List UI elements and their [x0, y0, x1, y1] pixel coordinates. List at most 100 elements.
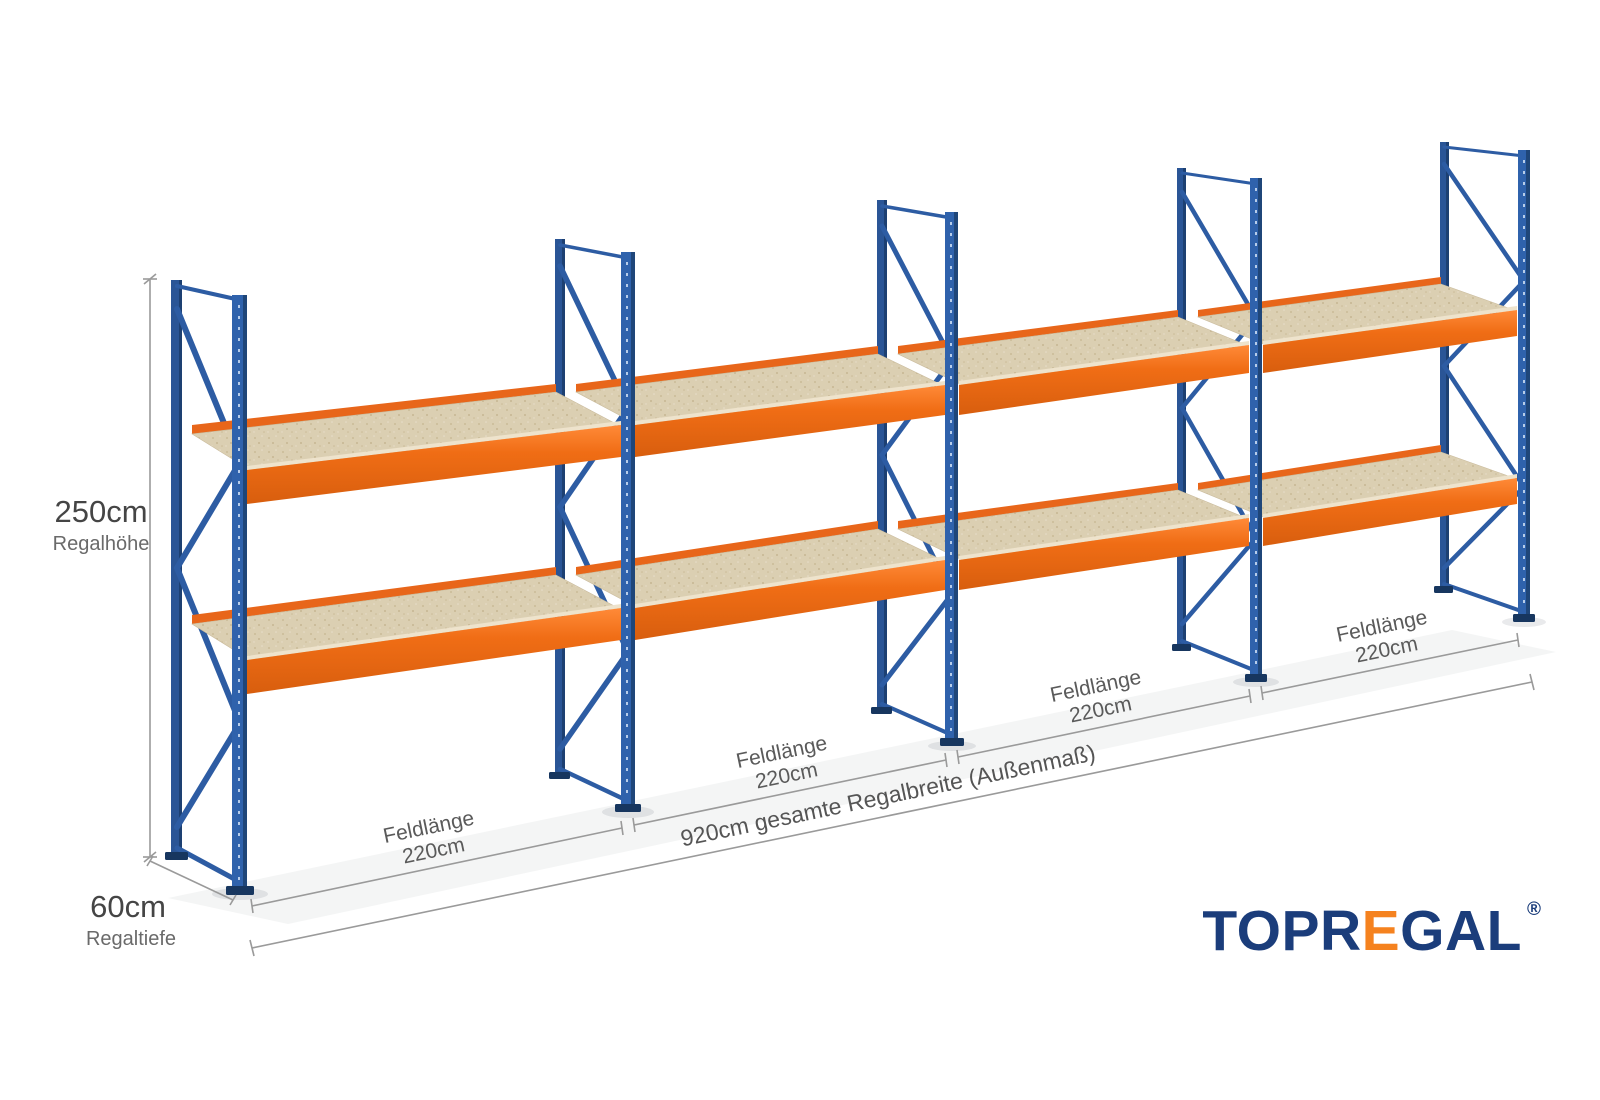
foot-plate — [549, 772, 570, 779]
deck-front-edge — [1263, 306, 1517, 345]
dimension-tick — [1529, 673, 1535, 691]
foot-plate — [226, 886, 254, 895]
front-post-edge — [631, 252, 635, 808]
front-beam — [247, 425, 621, 504]
brand-logo: TOPREGAL ® — [1202, 899, 1541, 963]
front-beam — [1263, 478, 1517, 546]
front-post-edge — [954, 212, 958, 742]
bottom-strut — [557, 766, 631, 804]
dimension-tick — [1516, 632, 1520, 648]
deck-front-edge — [247, 604, 621, 660]
dimension-tick — [956, 749, 960, 765]
top-strut — [1180, 171, 1258, 186]
foot-plate — [1245, 674, 1267, 682]
diagonal-brace — [879, 223, 955, 688]
rear-beam — [192, 384, 556, 434]
upright-frame-4-front — [1245, 178, 1267, 682]
diagonal-brace — [1441, 161, 1527, 571]
foot-plate — [940, 738, 964, 746]
upright-frame-5-rear — [1434, 142, 1527, 614]
bottom-strut — [1442, 582, 1526, 614]
shelf-level-upper — [191, 277, 1517, 504]
logo-text: TOPREGAL — [1202, 899, 1522, 963]
diagonal-brace — [556, 263, 632, 752]
depth-dimension-value: 60cm — [90, 889, 166, 924]
dimension-tick — [632, 817, 636, 833]
upright-frames-rear — [165, 142, 1527, 885]
rear-beam — [898, 310, 1178, 354]
logo-part-blue-2: GAL — [1400, 899, 1522, 963]
rear-beam — [898, 483, 1178, 529]
logo-letter-orange: E — [1362, 899, 1401, 963]
front-beam — [247, 608, 621, 694]
foot-plate — [871, 707, 892, 714]
logo-part-blue-1: TOPR — [1202, 899, 1361, 963]
front-beam — [635, 560, 945, 640]
dimension-tick — [249, 939, 255, 957]
dimension-tick — [1248, 688, 1252, 704]
front-beam — [1263, 310, 1517, 373]
dimension-line — [1261, 639, 1519, 694]
dimension-tick — [1260, 685, 1264, 701]
dimension-tick — [143, 851, 157, 863]
foot-plate — [1172, 644, 1191, 651]
front-post-edge — [1526, 150, 1530, 618]
dimension-line — [149, 860, 234, 901]
foot-plate — [615, 804, 641, 812]
dimension-line — [251, 681, 1533, 949]
top-strut — [175, 284, 242, 302]
height-dimension-label: Regalhöhe — [53, 533, 150, 555]
upright-frame-5-front — [1513, 150, 1535, 622]
dimension-tick — [250, 898, 254, 914]
bottom-strut — [1180, 639, 1258, 673]
registered-trademark-symbol: ® — [1527, 899, 1541, 920]
dimension-height: 250cm Regalhöhe — [53, 273, 157, 863]
rear-post-edge — [562, 239, 565, 776]
upright-frame-1-front — [226, 295, 254, 895]
rear-beam — [192, 567, 556, 624]
foot-plate — [1513, 614, 1535, 622]
deck-front-edge — [247, 421, 621, 470]
upright-frame-3-rear — [871, 200, 955, 737]
dimension-tick — [143, 273, 157, 285]
rear-post-edge — [1446, 142, 1449, 590]
deck-front-edge — [635, 556, 945, 608]
dimension-tick — [620, 820, 624, 836]
upright-frames-front — [226, 150, 1535, 895]
dimension-tick — [944, 752, 948, 768]
top-strut — [1442, 145, 1526, 158]
deck-front-edge — [959, 514, 1249, 560]
rear-post-edge — [179, 280, 182, 856]
upright-frame-3-front — [940, 212, 964, 746]
dimension-line — [957, 695, 1251, 758]
front-beam — [959, 518, 1249, 590]
upright-frame-1-rear — [165, 280, 244, 885]
upright-frame-4-rear — [1172, 168, 1259, 673]
dimension-tick — [229, 894, 237, 906]
rear-beam — [576, 521, 878, 575]
diagonal-brace — [1179, 189, 1259, 627]
deck-front-edge — [1263, 474, 1517, 518]
deck-front-edge — [959, 341, 1249, 385]
front-beam — [635, 385, 945, 457]
front-beam — [959, 345, 1249, 415]
dimension-tick — [146, 855, 154, 867]
front-post-edge — [243, 295, 247, 890]
depth-dimension-label: Regaltiefe — [86, 928, 176, 950]
rear-post-edge — [884, 200, 887, 711]
foot-plate — [1434, 586, 1453, 593]
deck-front-edge — [635, 381, 945, 425]
dimension-line — [633, 759, 947, 826]
dimension-line — [251, 827, 623, 907]
foot-plate — [165, 852, 188, 860]
upright-frame-2-rear — [549, 239, 632, 804]
dimension-depth: 60cm Regaltiefe — [86, 855, 237, 950]
bottom-strut — [880, 702, 954, 737]
diagonal-brace — [173, 306, 244, 830]
shelf-level-lower — [191, 445, 1517, 694]
top-strut — [880, 204, 954, 220]
top-strut — [558, 243, 630, 260]
height-dimension-value: 250cm — [54, 494, 147, 529]
